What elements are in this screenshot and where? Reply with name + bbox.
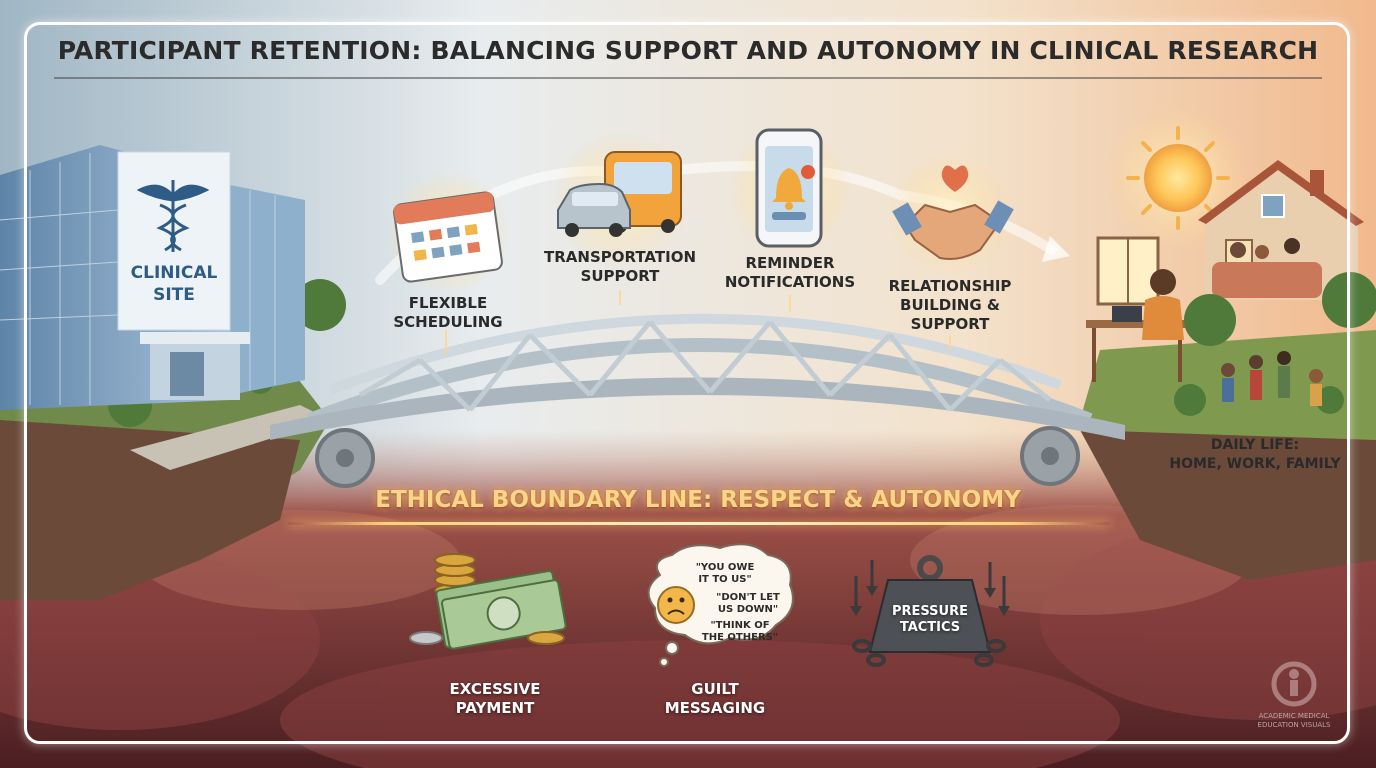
calendar-icon (393, 191, 503, 283)
daily-life-label: DAILY LIFE: HOME, WORK, FAMILY (1169, 437, 1341, 472)
phone-bell-icon (755, 128, 823, 248)
caduceus-icon (136, 180, 210, 252)
handshake-heart-icon (892, 165, 1014, 260)
guilt-quote: "DON'T LET US DOWN" (716, 592, 780, 615)
guilt-quote: "THINK OF THE OTHERS" (701, 620, 779, 643)
watermark-logo-icon (1271, 661, 1317, 707)
clinical-building (0, 145, 305, 410)
pressure-label-excessive-payment: EXCESSIVE PAYMENT (449, 680, 541, 717)
support-label-relationship: RELATIONSHIP BUILDING & SUPPORT (888, 277, 1012, 333)
pressure-label-guilt-messaging: GUILT MESSAGING (664, 680, 766, 717)
ethical-boundary-line (288, 522, 1110, 525)
money-stack-icon (409, 553, 567, 650)
bridge-structure (270, 313, 1125, 488)
thought-bubble-icon (647, 543, 794, 667)
ethical-boundary-label: ETHICAL BOUNDARY LINE: RESPECT & AUTONOM… (375, 487, 1021, 513)
support-label-flexible-scheduling: FLEXIBLE SCHEDULING (393, 294, 503, 331)
title-divider (54, 77, 1322, 79)
clinical-site-label: CLINICAL SITE (130, 263, 218, 305)
page-title: PARTICIPANT RETENTION: BALANCING SUPPORT… (57, 36, 1319, 65)
remote-worker-icon (1086, 236, 1188, 382)
pressure-label-pressure-tactics: PRESSURE TACTICS (891, 604, 968, 635)
support-label-transportation: TRANSPORTATION SUPPORT (544, 248, 696, 285)
guilt-quote: "YOU OWE IT TO US" (695, 562, 755, 585)
support-label-reminders: REMINDER NOTIFICATIONS (724, 254, 856, 291)
family-group-icon (1221, 351, 1323, 406)
weight-chain-icon (850, 555, 1010, 667)
content-frame (24, 22, 1350, 744)
watermark-text: ACADEMIC MEDICAL EDUCATION VISUALS (1257, 712, 1331, 729)
sad-face-icon (657, 586, 695, 624)
car-bus-icon (557, 151, 682, 237)
